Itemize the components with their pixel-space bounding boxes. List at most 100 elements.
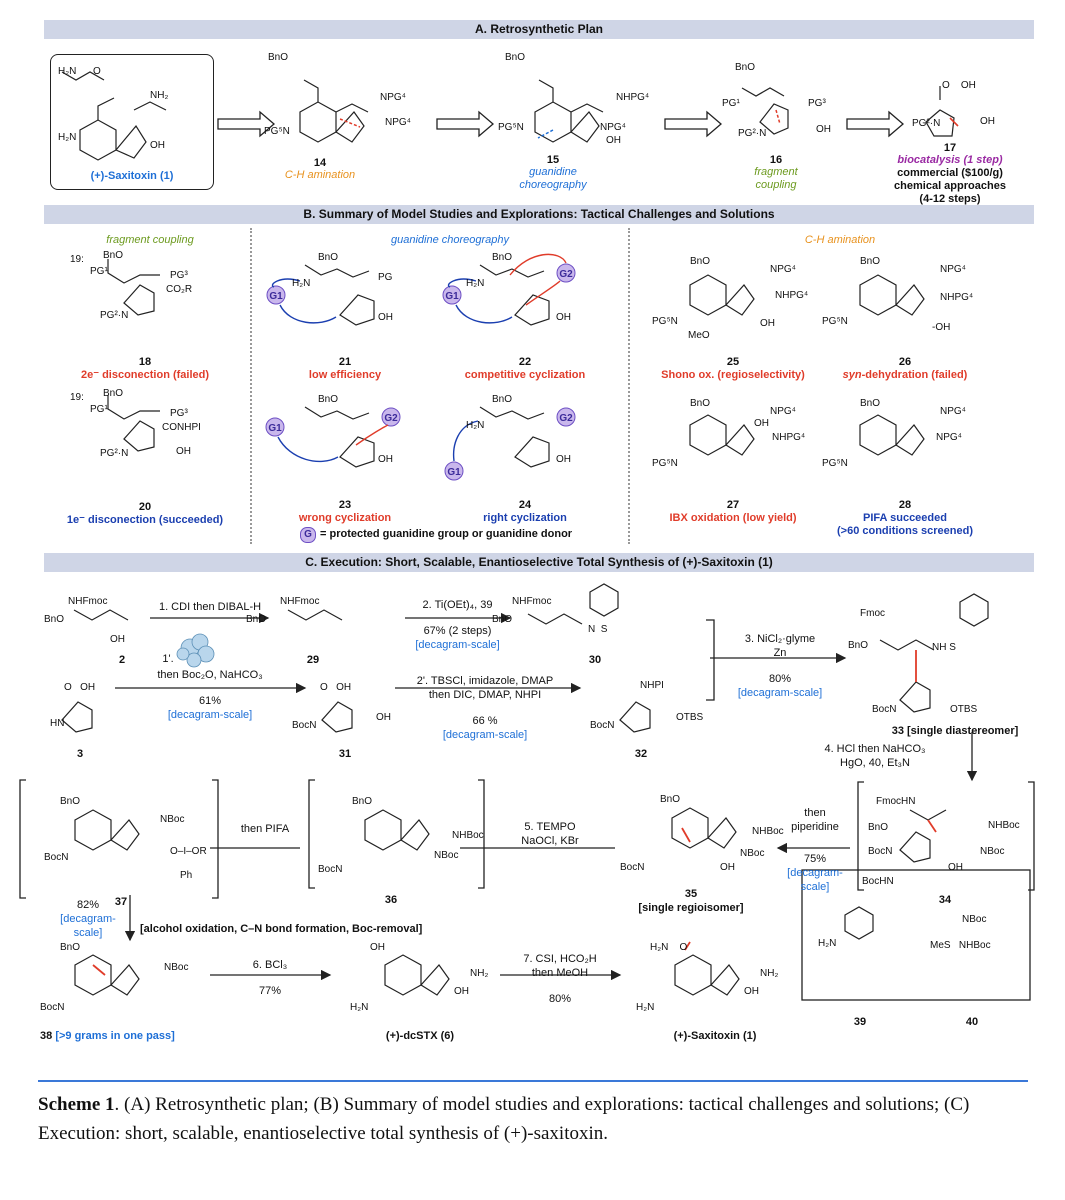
svg-text:G2: G2 — [559, 269, 573, 280]
step-4-reagent-2: HgO, 40, Et₃N — [840, 757, 910, 769]
compound-17-line-4: (4-12 steps) — [919, 193, 981, 205]
panel-a-structures — [61, 71, 959, 161]
svg-text:G1: G1 — [269, 291, 283, 302]
step-4-scale-2: scale] — [800, 881, 830, 893]
compound-32-number: 32 — [634, 748, 648, 760]
compound-36-number: 36 — [384, 894, 398, 906]
compound-1-label: (+)-Saxitoxin (1) — [673, 1030, 757, 1042]
step-3-reagent: 3. NiCl₂·glyme — [744, 633, 816, 645]
step-4-reagent: 4. HCl then NaHCO₃ — [824, 743, 926, 755]
compound-18-note: 2e⁻ disconection (failed) — [80, 369, 210, 381]
compound-31-number: 31 — [338, 748, 352, 760]
compound-25-number: 25 — [726, 356, 740, 368]
compound-26-number: 26 — [898, 356, 912, 368]
compound-14-number: 14 — [313, 157, 327, 169]
svg-text:G2: G2 — [384, 413, 398, 424]
compound-24-number: 24 — [518, 499, 532, 511]
compound-14-tag: C-H amination — [284, 169, 356, 181]
compound-22-note: competitive cyclization — [464, 369, 586, 381]
step-4-piperidine: piperidine — [791, 821, 839, 833]
compound-16-tag-2: coupling — [755, 179, 797, 191]
step-4-then: then — [804, 807, 826, 819]
svg-text:G1: G1 — [445, 291, 459, 302]
step-3-scale: [decagram-scale] — [737, 687, 823, 699]
step-2p-scale: [decagram-scale] — [442, 729, 528, 741]
compound-39-number: 39 — [853, 1016, 867, 1028]
step-1-label: 1. CDI then DIBAL-H — [158, 601, 262, 613]
compound-2-number: 2 — [118, 654, 126, 666]
compound-23-number: 23 — [338, 499, 352, 511]
compound-21-number: 21 — [338, 356, 352, 368]
compound-25-note: Shono ox. (regioselectivity) — [661, 369, 805, 381]
step-2p-yield: 66 % — [472, 715, 498, 727]
step-7-reagent-2: then MeOH — [531, 967, 589, 979]
step-1p-scale: [decagram-scale] — [167, 709, 253, 721]
section-a-title: A. Retrosynthetic Plan — [44, 20, 1034, 39]
saxitoxin-label: (+)-Saxitoxin (1) — [90, 170, 174, 182]
col-fragment-coupling-head: fragment coupling — [106, 234, 194, 246]
compound-22-number: 22 — [518, 356, 532, 368]
compound-29-number: 29 — [306, 654, 320, 666]
col-ch-amination-head: C-H amination — [804, 234, 876, 246]
step-2p-reagent-2: then DIC, DMAP, NHPI — [428, 689, 542, 701]
step-3-reagent-2: Zn — [773, 647, 787, 659]
compound-27-note: IBX oxidation (low yield) — [669, 512, 797, 524]
compound-20-note: 1e⁻ disconection (succeeded) — [66, 514, 224, 526]
compound-17-number: 17 — [943, 142, 957, 154]
compound-6-label: (+)-dcSTX (6) — [385, 1030, 455, 1042]
svg-text:G1: G1 — [268, 423, 282, 434]
divider-2 — [628, 228, 630, 544]
compound-15-tag-1: guanidine — [529, 166, 577, 178]
svg-text:G2: G2 — [559, 413, 573, 424]
svg-text:G1: G1 — [447, 467, 461, 478]
compound-23-note: wrong cyclization — [298, 512, 392, 524]
step-2-scale: [decagram-scale] — [415, 639, 500, 651]
step-2-label: 2. Ti(OEt)₄, 39 — [422, 599, 493, 611]
compound-15-number: 15 — [546, 154, 560, 166]
compound-17-line-3: chemical approaches — [894, 180, 1006, 192]
step-82-scale-2: scale] — [73, 927, 103, 939]
bracket-note: [alcohol oxidation, C–N bond formation, … — [140, 923, 423, 935]
compound-17-line-2: commercial ($100/g) — [897, 167, 1003, 179]
compound-37-number: 37 — [114, 896, 128, 908]
step-6-yield: 77% — [258, 985, 282, 997]
compound-28-note-2: (>60 conditions screened) — [836, 525, 973, 537]
compound-15-tag-2: choreography — [519, 179, 587, 191]
compound-18-number: 18 — [138, 356, 152, 368]
step-82-yield: 82% — [76, 899, 100, 911]
compound-28-number: 28 — [898, 499, 912, 511]
compound-35-number: 35 — [684, 888, 698, 900]
compound-38-label: 38 [>9 grams in one pass] — [40, 1030, 175, 1042]
section-c-title: C. Execution: Short, Scalable, Enantiose… — [44, 553, 1034, 572]
compound-17-tag: biocatalysis (1 step) — [897, 154, 1003, 166]
divider-1 — [250, 228, 252, 544]
compound-33-number: 33 [single diastereomer] — [891, 725, 1019, 737]
compound-3-number: 3 — [76, 748, 84, 760]
step-4-scale-1: [decagram- — [787, 867, 843, 879]
col-guanidine-head: guanidine choreography — [390, 234, 510, 246]
step-2p-reagent: 2'. TBSCl, imidazole, DMAP — [416, 675, 554, 687]
compound-30-number: 30 — [588, 654, 602, 666]
step-1p-reagent: then Boc₂O, NaHCO₃ — [157, 669, 263, 681]
saxitoxin-box — [50, 54, 214, 190]
legend-text: = protected guanidine group or guanidine… — [320, 528, 573, 540]
step-5-reagent-2: NaOCl, KBr — [521, 835, 579, 847]
panel-c-structures — [19, 583, 1035, 1001]
section-b-title: B. Summary of Model Studies and Explorat… — [44, 205, 1034, 224]
compound-28-note-1: PIFA succeeded — [863, 512, 947, 524]
caption-text: . (A) Retrosynthetic plan; (B) Summary o… — [38, 1094, 970, 1144]
compound-27-number: 27 — [726, 499, 740, 511]
figure-caption: Scheme 1. (A) Retrosynthetic plan; (B) S… — [38, 1090, 1028, 1148]
compound-21-note: low efficiency — [308, 369, 382, 381]
step-4-yield: 75% — [803, 853, 827, 865]
compound-35-note: [single regioisomer] — [638, 902, 744, 914]
step-82-scale-1: [decagram- — [60, 913, 116, 925]
step-6-reagent: 6. BCl₃ — [252, 959, 288, 971]
then-pifa-label: then PIFA — [240, 823, 290, 835]
step-1p-label: 1'. — [162, 653, 174, 665]
compound-26-note: syn-dehydration (failed) — [842, 369, 968, 381]
step-2-yield: 67% (2 steps) — [423, 625, 492, 637]
compound-34-number: 34 — [938, 894, 952, 906]
caption-divider — [38, 1080, 1028, 1082]
